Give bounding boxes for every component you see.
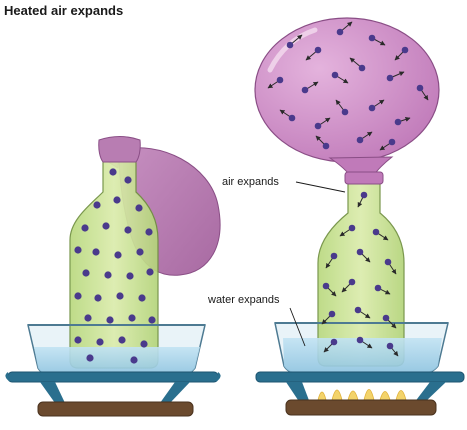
right-base xyxy=(286,400,436,415)
left-setup xyxy=(5,137,220,417)
inflated-balloon xyxy=(255,18,439,162)
right-setup xyxy=(255,18,464,415)
right-water xyxy=(283,338,442,373)
water-expands-label: water expands xyxy=(207,294,280,306)
left-stand xyxy=(5,372,220,403)
right-stand xyxy=(256,372,464,403)
label-air-expands: air expands xyxy=(222,176,345,192)
left-water xyxy=(34,347,200,375)
air-expands-label: air expands xyxy=(222,176,279,188)
left-base xyxy=(38,402,193,416)
burner-flames xyxy=(318,390,406,401)
